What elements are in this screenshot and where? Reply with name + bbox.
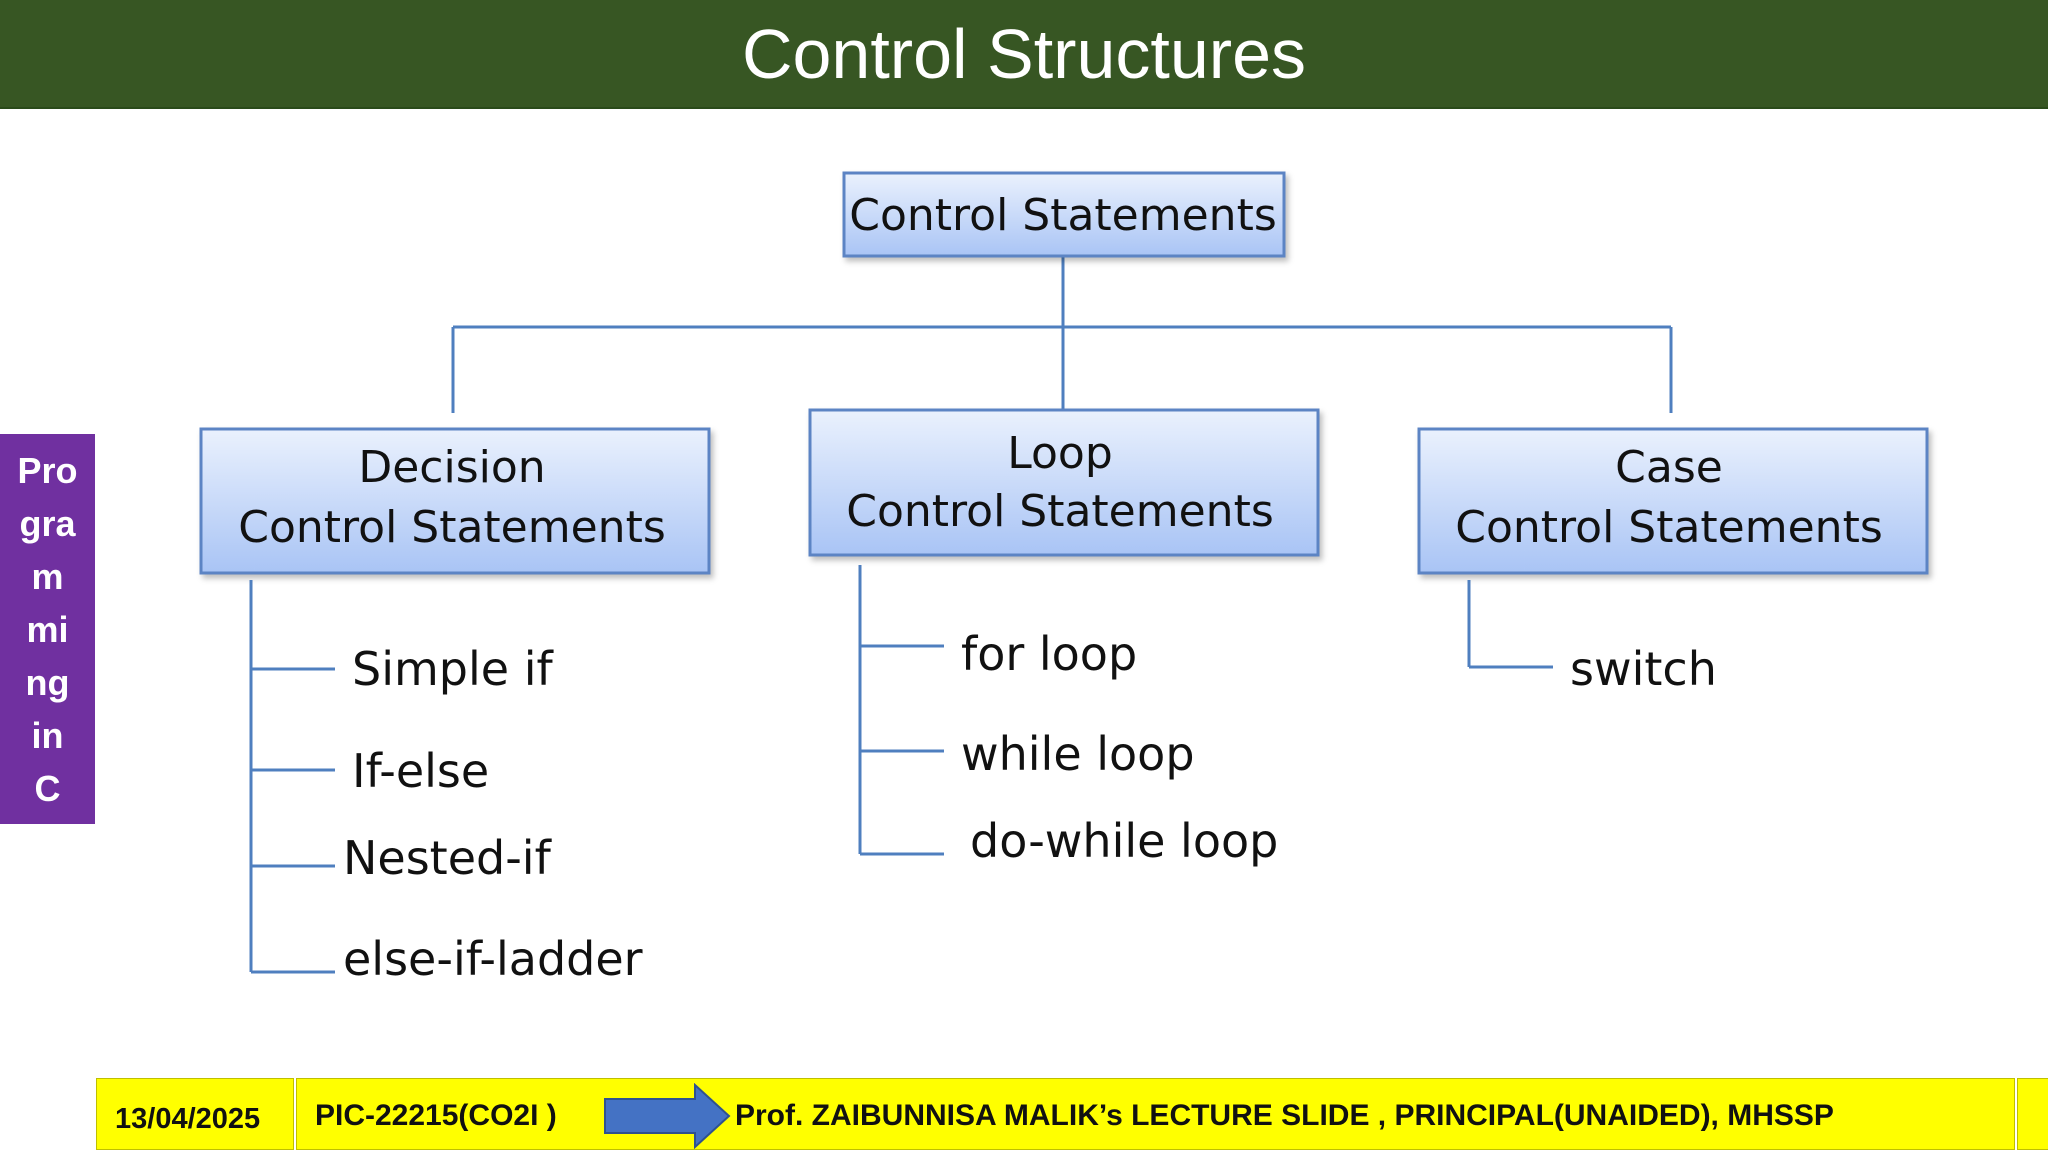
decision-item-connectors <box>249 580 335 974</box>
loop-item: for loop <box>961 627 1137 681</box>
decision-item: Simple if <box>352 642 554 696</box>
side-tab-line: m <box>31 556 64 597</box>
slide-title: Control Structures <box>741 14 1307 93</box>
root-label: Control Statements <box>849 190 1277 241</box>
decision-item: Nested-if <box>343 831 553 885</box>
loop-node: Loop Control Statements <box>808 408 1320 557</box>
side-tab-line: gra <box>19 503 76 544</box>
side-tab-programming-in-c: Pro gra m mi ng in C <box>0 434 95 824</box>
decision-item: If-else <box>352 744 489 798</box>
decision-label-line-2: Control Statements <box>238 502 666 553</box>
loop-item: while loop <box>961 727 1195 781</box>
case-item-connectors <box>1467 580 1553 669</box>
case-item: switch <box>1570 642 1717 696</box>
case-label-line-2: Control Statements <box>1455 502 1883 553</box>
decision-node: Decision Control Statements <box>199 427 711 575</box>
footer-date: 13/04/2025 <box>96 1078 294 1150</box>
case-node: Case Control Statements <box>1417 427 1929 575</box>
side-tab-line: mi <box>26 609 69 650</box>
course-code: PIC-22215(CO2I ) <box>315 1099 557 1132</box>
loop-label-line-1: Loop <box>1007 428 1113 479</box>
title-bar: Control Structures <box>0 0 2048 109</box>
decision-label-line-1: Decision <box>358 442 545 493</box>
loop-label-line-2: Control Statements <box>846 486 1274 537</box>
right-arrow-icon <box>604 1083 731 1149</box>
root-connectors <box>451 256 1673 413</box>
side-tab-line: Pro <box>17 450 78 491</box>
footer-course-info: PIC-22215(CO2I ) Prof. ZAIBUNNISA MALIK’… <box>296 1078 2015 1150</box>
footer: 13/04/2025 PIC-22215(CO2I ) Prof. ZAIBUN… <box>96 1078 2048 1150</box>
case-label-line-1: Case <box>1615 442 1723 493</box>
side-tab-line: in <box>31 715 64 756</box>
side-tab-line: C <box>34 768 61 809</box>
lecturer-info: Prof. ZAIBUNNISA MALIK’s LECTURE SLIDE ,… <box>735 1099 1834 1132</box>
page-number: 5 <box>2017 1078 2048 1150</box>
decision-item: else-if-ladder <box>343 932 643 986</box>
loop-item-connectors <box>858 565 944 856</box>
loop-item: do-while loop <box>970 814 1278 868</box>
root-node: Control Statements <box>842 171 1286 258</box>
side-tab-line: ng <box>25 662 70 703</box>
